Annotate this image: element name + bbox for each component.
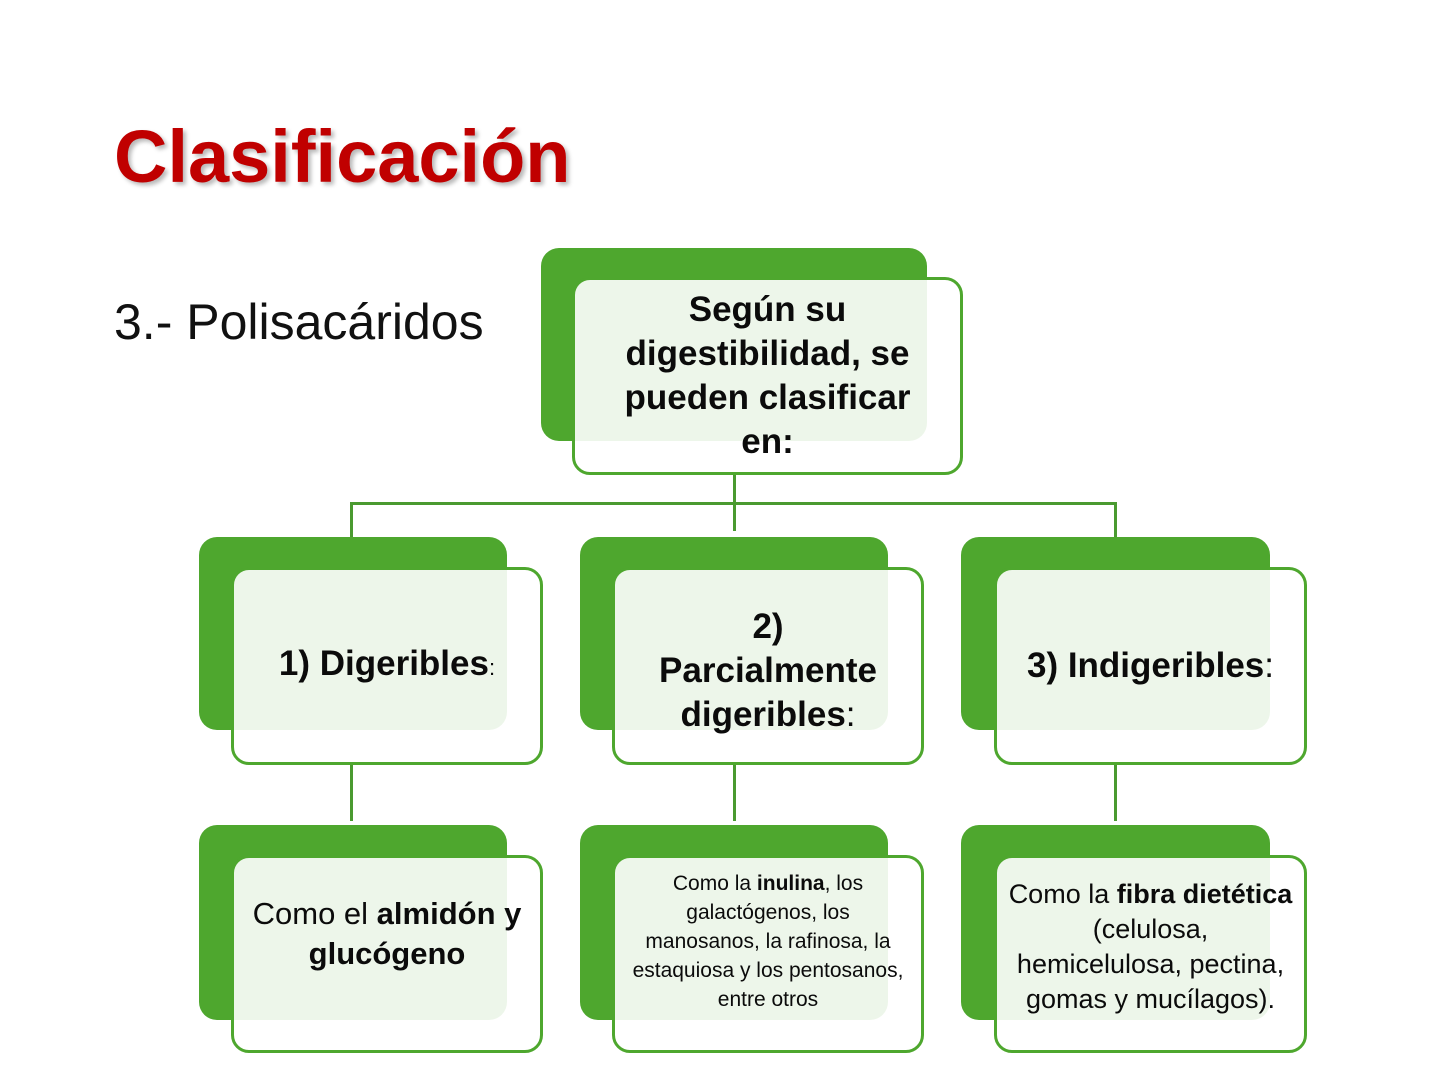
connector-horizontal-bar [350,502,1117,505]
slide-title: Clasificación [114,115,571,198]
connector-cat3-to-ex3 [1114,765,1117,821]
category-1-box: 1) Digeribles: [231,567,543,765]
connector-cat1-to-ex1 [350,765,353,821]
example-1-bold: almidón y glucógeno [308,896,522,971]
category-1-colon: : [488,655,496,680]
example-1-text: Como el almidón y glucógeno [235,894,540,1014]
connector-cat2-to-ex2 [733,765,736,821]
example-3-box: Como la fibra dietética (celulosa, hemic… [994,855,1307,1053]
example-3-suffix: (celulosa, hemicelulosa, pectina, gomas … [1016,914,1285,1014]
example-3-bold: fibra dietética [1116,879,1293,909]
category-3-box: 3) Indigeribles: [994,567,1307,765]
example-3-prefix: Como la [1008,879,1117,909]
example-1-box: Como el almidón y glucógeno [231,855,543,1053]
example-2-box: Como la inulina, los galactógenos, los m… [612,855,924,1053]
example-2-text: Como la inulina, los galactógenos, los m… [618,869,918,1040]
category-3-colon: : [1264,646,1274,685]
connector-branch-3 [1114,502,1117,537]
category-2-box: 2) Parcialmente digeribles: [612,567,924,765]
category-2-colon: : [845,695,856,734]
category-3-label: 3) Indigeribles [1026,646,1265,685]
example-1-prefix: Como el [252,896,377,931]
category-2-label-wrap: 2) Parcialmente digeribles: [633,595,903,737]
root-node-label: Según su digestibilidad, se pueden clasi… [624,290,911,461]
category-3-label-wrap: 3) Indigeribles: [1017,644,1284,688]
root-node-box: Según su digestibilidad, se pueden clasi… [572,277,963,475]
category-1-label: 1) Digeribles [278,644,489,683]
category-2-label: 2) Parcialmente digeribles [659,607,877,734]
connector-branch-1 [350,502,353,537]
example-2-suffix: , los galactógenos, los manosanos, la ra… [632,871,904,1011]
example-2-prefix: Como la [672,871,757,895]
example-2-bold: inulina [756,871,825,895]
category-1-label-wrap: 1) Digeribles: [269,642,505,690]
example-3-text: Como la fibra dietética (celulosa, hemic… [997,877,1304,1031]
slide-subtitle: 3.- Polisacáridos [114,294,484,350]
